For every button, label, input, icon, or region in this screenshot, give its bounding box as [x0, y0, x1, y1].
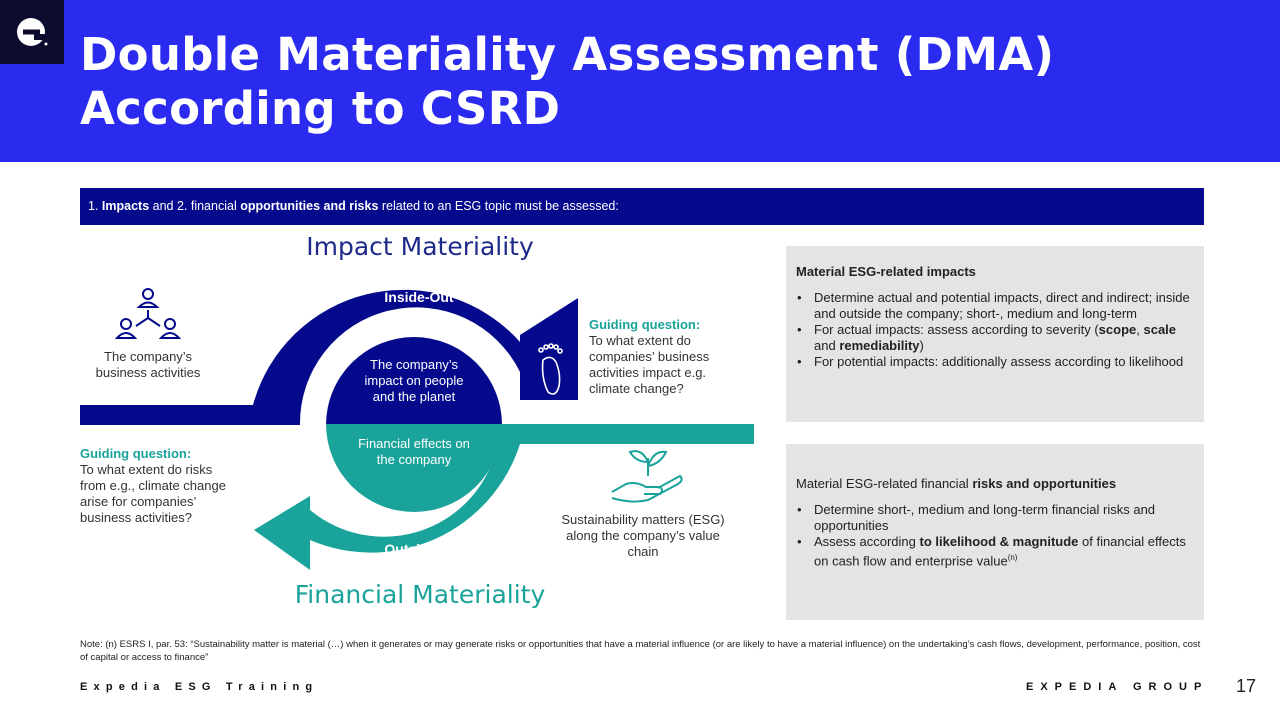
- impacts-list: Determine actual and potential impacts, …: [796, 290, 1192, 370]
- footprint-icon: [538, 343, 563, 395]
- panel-title-bold: risks and opportunities: [972, 476, 1117, 491]
- page-title: Double Materiality Assessment (DMA) Acco…: [80, 28, 1230, 136]
- footnote: Note: (n) ESRS I, par. 53: “Sustainabili…: [80, 639, 1201, 663]
- center-bottom-half: [326, 424, 502, 512]
- financial-materiality-heading: Financial Materiality: [294, 580, 546, 609]
- list-bold: scope: [1098, 322, 1137, 337]
- title-line-1: Double Materiality Assessment (DMA): [80, 28, 1055, 81]
- impacts-panel-title: Material ESG-related impacts: [796, 264, 1192, 280]
- inside-out-arrow: [80, 289, 578, 425]
- banner-bold-impacts: Impacts: [101, 199, 150, 213]
- list-bold: to likelihood & magnitude: [919, 534, 1079, 549]
- impacts-panel: Material ESG-related impacts Determine a…: [786, 246, 1204, 422]
- guiding-question-left: Guiding question: To what extent do risk…: [80, 446, 240, 526]
- list-item: Determine actual and potential impacts, …: [797, 290, 1192, 322]
- center-bottom-text: Financial effects on the company: [358, 436, 470, 467]
- list-text: of financial effects on cash flow and en…: [814, 534, 1186, 569]
- sustainability-matters-label: Sustainability matters (ESG) along the c…: [561, 512, 725, 559]
- page-number: 17: [1236, 676, 1257, 696]
- list-text: and: [814, 338, 840, 353]
- banner-text: related to an ESG topic must be assessed…: [378, 199, 619, 213]
- list-item: For actual impacts: assess according to …: [797, 322, 1192, 354]
- list-bold: remediability: [839, 338, 920, 353]
- list-item: Determine short-, medium and long-term f…: [797, 502, 1192, 534]
- people-network-icon: [114, 288, 182, 339]
- list-bold: scale: [1143, 322, 1177, 337]
- panel-title-text: Material ESG-related impacts: [796, 264, 976, 279]
- guiding-question-title: Guiding question:: [80, 446, 192, 461]
- logo: [0, 0, 64, 64]
- risks-panel: Material ESG-related financial risks and…: [786, 444, 1204, 620]
- header-bar: Double Materiality Assessment (DMA) Acco…: [0, 0, 1280, 162]
- center-top-half: [326, 337, 502, 425]
- footer-brand: EXPEDIA GROUP: [1026, 681, 1209, 693]
- hand-plant-icon: [611, 450, 683, 503]
- clipboard-checklist-icon: [263, 452, 302, 497]
- outside-in-label: Outside-In: [384, 541, 454, 557]
- footnote-marker: (n): [1007, 553, 1018, 562]
- impact-materiality-heading: Impact Materiality: [306, 232, 534, 261]
- banner-text: and 2. financial: [149, 199, 241, 213]
- inside-out-label: Inside-Out: [384, 289, 454, 305]
- guiding-question-text: To what extent do risks from e.g., clima…: [80, 462, 226, 525]
- banner-bold-risks: opportunities and risks: [240, 199, 379, 213]
- list-text: ): [919, 338, 924, 353]
- list-text: For actual impacts: assess according to …: [814, 322, 1099, 337]
- footer-training-label: Expedia ESG Training: [80, 681, 319, 693]
- list-item: Assess according to likelihood & magnitu…: [797, 534, 1192, 569]
- center-top-text: The company’s impact on people and the p…: [364, 357, 464, 404]
- guiding-question-right: Guiding question: To what extent do comp…: [589, 317, 739, 397]
- expedia-e-logo-icon: [17, 18, 48, 46]
- business-activities-label: The company’s business activities: [95, 349, 201, 380]
- title-line-2: According to CSRD: [80, 82, 561, 135]
- risks-panel-title: Material ESG-related financial risks and…: [796, 476, 1192, 492]
- panel-title-text: Material ESG-related financial: [796, 476, 973, 491]
- intro-banner: 1. Impacts and 2. financial opportunitie…: [80, 188, 1204, 225]
- guiding-question-title: Guiding question:: [589, 317, 701, 332]
- list-text: Assess according: [814, 534, 920, 549]
- outside-in-arrow: [254, 424, 754, 570]
- list-text: ,: [1136, 322, 1144, 337]
- risks-list: Determine short-, medium and long-term f…: [796, 502, 1192, 569]
- guiding-question-text: To what extent do companies’ business ac…: [589, 333, 710, 396]
- banner-text: 1.: [88, 199, 102, 213]
- list-item: For potential impacts: additionally asse…: [797, 354, 1192, 370]
